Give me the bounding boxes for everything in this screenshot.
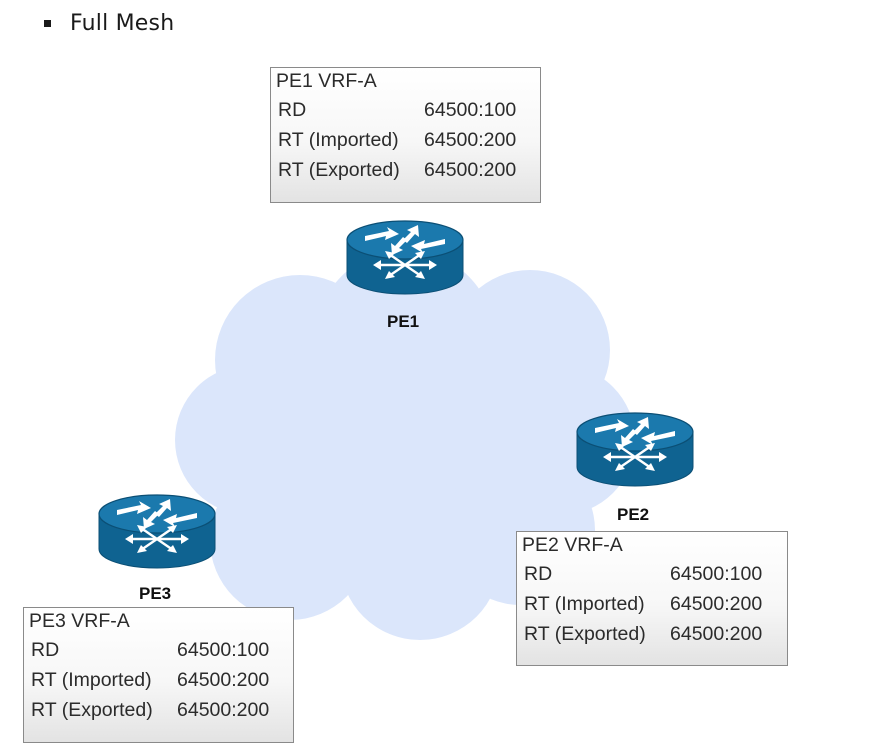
pe1-router-icon xyxy=(345,219,465,296)
pe2-rt-exported-value: 64500:200 xyxy=(670,623,763,645)
pe3-rd-label: RD xyxy=(31,639,60,661)
bullet-list-item: Full Mesh xyxy=(44,11,174,36)
pe3-label: PE3 xyxy=(139,584,172,603)
pe1-rt-imported-label: RT (Imported) xyxy=(278,129,399,151)
pe1-label: PE1 xyxy=(387,312,420,331)
pe2-label: PE2 xyxy=(617,505,650,524)
pe1-rt-imported-value: 64500:200 xyxy=(424,129,517,151)
pe1-rt-exported-label: RT (Exported) xyxy=(278,159,400,181)
pe2-vrf-title: PE2 VRF-A xyxy=(522,534,623,556)
pe3-vrf-title: PE3 VRF-A xyxy=(29,610,130,632)
pe3-vrf-table: PE3 VRF-A RD 64500:100 RT (Imported) 645… xyxy=(23,607,294,743)
pe1-rd-value: 64500:100 xyxy=(424,99,517,121)
pe3-rt-exported-value: 64500:200 xyxy=(177,699,270,721)
pe2-rt-imported-label: RT (Imported) xyxy=(524,593,645,615)
pe2-rd-label: RD xyxy=(524,563,553,585)
pe3-rt-imported-label: RT (Imported) xyxy=(31,669,152,691)
pe1-rt-exported-value: 64500:200 xyxy=(424,159,517,181)
pe2-router-icon xyxy=(575,411,695,488)
pe3-router-icon xyxy=(97,493,217,570)
bullet-marker xyxy=(44,20,51,27)
pe2-vrf-table: PE2 VRF-A RD 64500:100 RT (Imported) 645… xyxy=(516,531,788,666)
cloud-shape xyxy=(175,250,635,640)
pe2-rd-value: 64500:100 xyxy=(670,563,763,585)
pe3-rt-exported-label: RT (Exported) xyxy=(31,699,153,721)
pe2-rt-imported-value: 64500:200 xyxy=(670,593,763,615)
pe1-vrf-title: PE1 VRF-A xyxy=(276,70,377,92)
pe2-rt-exported-label: RT (Exported) xyxy=(524,623,646,645)
pe3-rt-imported-value: 64500:200 xyxy=(177,669,270,691)
pe3-rd-value: 64500:100 xyxy=(177,639,270,661)
bullet-text: Full Mesh xyxy=(70,11,175,36)
pe1-rd-label: RD xyxy=(278,99,307,121)
pe1-vrf-table: PE1 VRF-A RD 64500:100 RT (Imported) 645… xyxy=(270,67,541,203)
